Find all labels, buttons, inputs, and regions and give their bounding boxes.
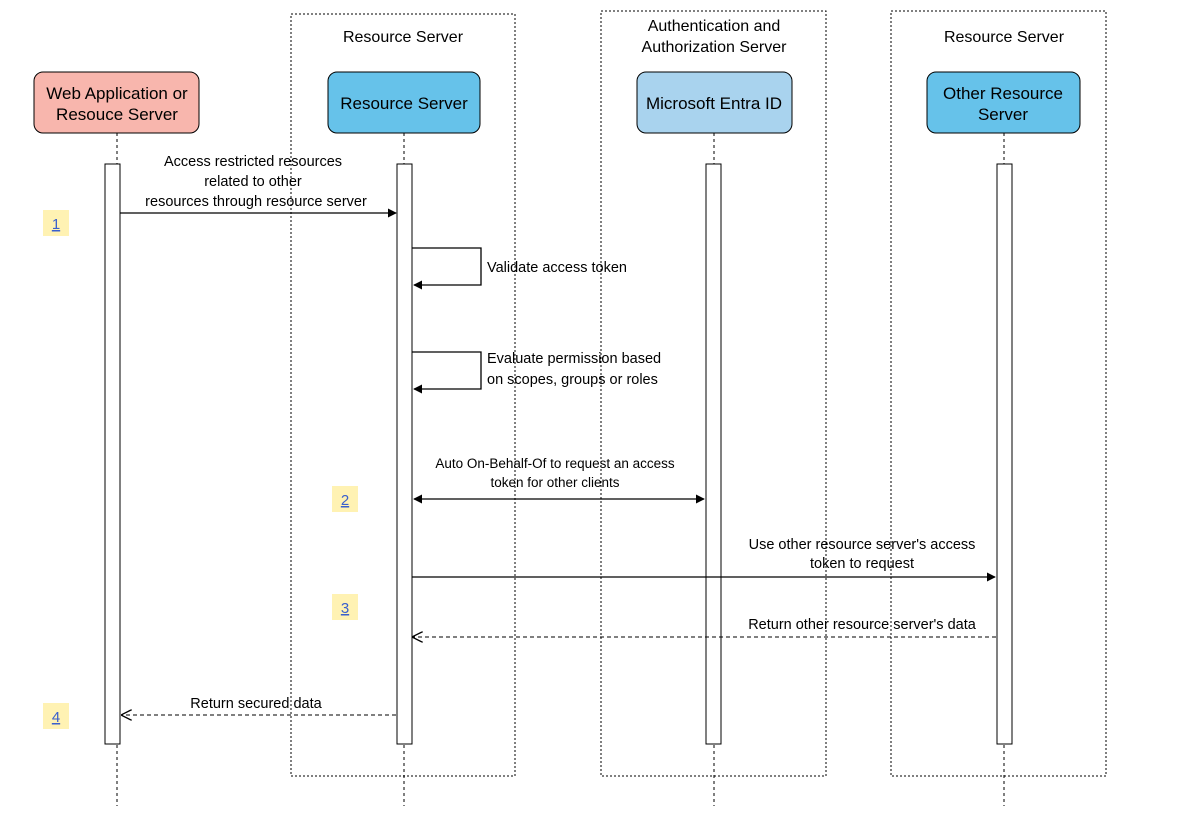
message-use-token: Use other resource server's access token…	[412, 537, 996, 582]
step-badge-3[interactable]: 3	[332, 594, 358, 620]
group-resource-server-2: Resource Server	[890, 10, 1107, 777]
participant-web-app: Web Application or Resouce Server	[33, 71, 200, 134]
self-loop-arrow	[412, 351, 482, 394]
group-title-line1: Authentication and	[648, 18, 781, 35]
step-link[interactable]: 1	[52, 216, 60, 233]
message-label-line2: token to request	[810, 556, 914, 572]
message-validate-token: Validate access token	[412, 247, 627, 290]
participant-label-line2: Resouce Server	[56, 105, 178, 124]
participant-entra: Microsoft Entra ID	[636, 71, 793, 134]
step-link[interactable]: 4	[52, 709, 60, 726]
activation-bars	[104, 163, 1013, 745]
participant-box	[636, 71, 793, 134]
participant-other-resource: Other Resource Server	[926, 71, 1081, 134]
group-title: Resource Server	[944, 29, 1065, 46]
group-title-line2: Authorization Server	[642, 39, 788, 56]
group-title: Resource Server	[343, 29, 464, 46]
message-label-line1: Auto On-Behalf-Of to request an access	[435, 456, 675, 471]
message-label-line1: Evaluate permission based	[487, 351, 661, 367]
message-label-line2: related to other	[204, 174, 302, 190]
activation-resource-server	[396, 163, 413, 745]
activation-entra	[705, 163, 722, 745]
step-badge-2[interactable]: 2	[332, 486, 358, 512]
participant-label-line1: Web Application or	[46, 84, 188, 103]
message-evaluate-permission: Evaluate permission based on scopes, gro…	[412, 351, 661, 394]
step-badge-4[interactable]: 4	[43, 703, 69, 729]
step-link[interactable]: 2	[341, 492, 349, 509]
participant-resource-server: Resource Server	[327, 71, 481, 134]
participant-label-line2: Server	[978, 105, 1028, 124]
message-return-secured-data: Return secured data	[122, 696, 396, 715]
participant-box	[327, 71, 481, 134]
message-label: Return other resource server's data	[748, 617, 977, 633]
message-label: Return secured data	[190, 696, 322, 712]
self-loop-arrow	[412, 247, 482, 290]
participant-box	[33, 71, 200, 134]
participant-label: Microsoft Entra ID	[646, 94, 782, 113]
participant-label: Resource Server	[340, 94, 468, 113]
message-label-line3: resources through resource server	[145, 194, 367, 210]
message-label-line1: Use other resource server's access	[749, 537, 976, 553]
message-label-line1: Access restricted resources	[164, 154, 342, 170]
message-label-line2: on scopes, groups or roles	[487, 372, 658, 388]
participant-box	[926, 71, 1081, 134]
group-resource-server-1: Resource Server	[290, 13, 516, 777]
message-label-line2: token for other clients	[490, 475, 619, 490]
step-link[interactable]: 3	[341, 600, 349, 617]
message-access-restricted: Access restricted resources related to o…	[120, 154, 397, 218]
activation-other-resource	[996, 163, 1013, 745]
activation-web-app	[104, 163, 121, 745]
message-label: Validate access token	[487, 260, 627, 276]
message-on-behalf-of: Auto On-Behalf-Of to request an access t…	[413, 456, 705, 504]
message-return-other-data: Return other resource server's data	[413, 617, 996, 637]
group-auth-server: Authentication and Authorization Server	[600, 10, 827, 777]
participant-label-line1: Other Resource	[943, 84, 1063, 103]
step-badge-1[interactable]: 1	[43, 210, 69, 236]
